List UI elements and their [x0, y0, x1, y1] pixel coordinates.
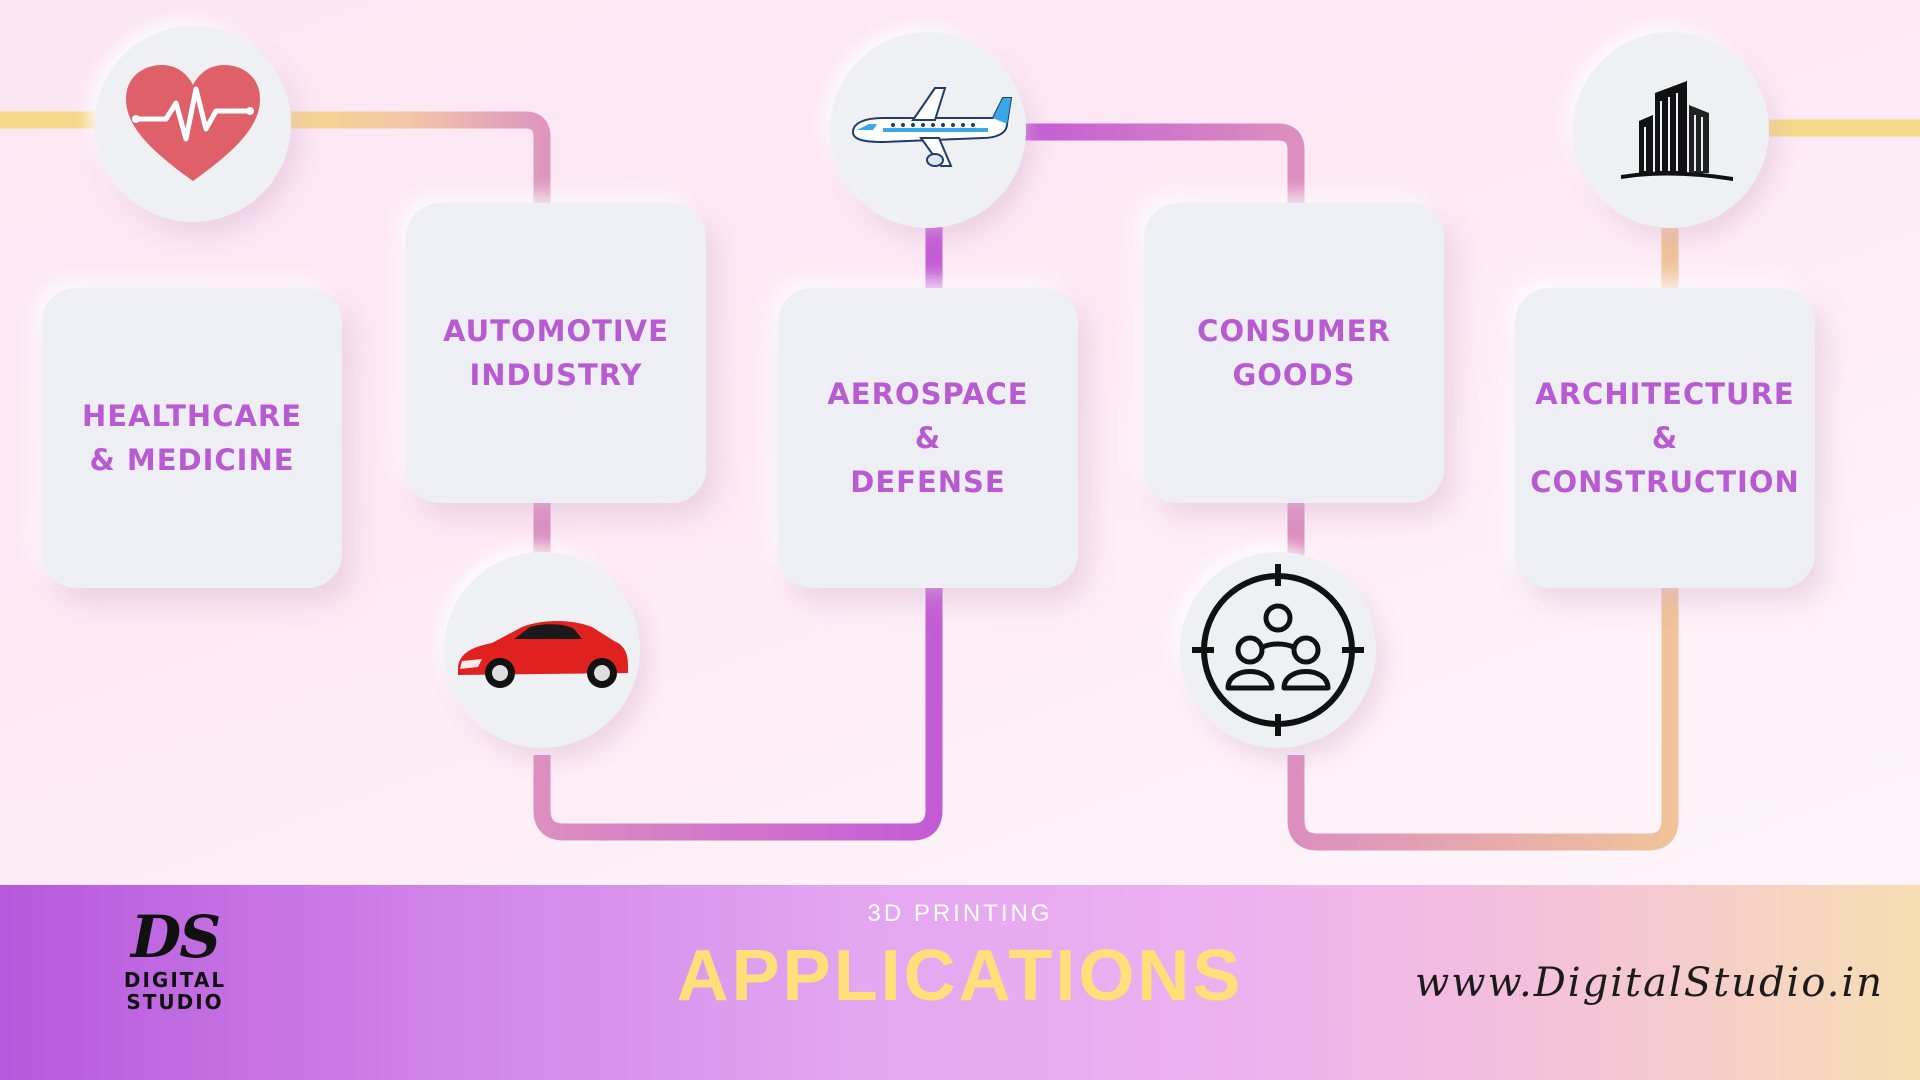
- card-label-line: CONSUMER: [1197, 309, 1391, 353]
- card-aerospace: AEROSPACE & DEFENSE: [778, 288, 1078, 588]
- airplane-icon: [843, 80, 1013, 180]
- circle-healthcare: [95, 26, 291, 222]
- card-label-line: &: [1652, 416, 1678, 460]
- card-label-line: DEFENSE: [850, 460, 1005, 504]
- target-group-icon: [1188, 560, 1368, 740]
- card-label-line: ARCHITECTURE: [1535, 372, 1794, 416]
- card-label-line: & MEDICINE: [89, 438, 294, 482]
- card-architecture: ARCHITECTURE & CONSTRUCTION: [1515, 288, 1815, 588]
- website-url[interactable]: www.DigitalStudio.in: [1415, 960, 1884, 1006]
- card-label-line: &: [915, 416, 941, 460]
- connector-segment: [280, 120, 542, 210]
- card-label-line: AEROSPACE: [827, 372, 1028, 416]
- heart-pulse-icon: [118, 59, 268, 189]
- diagram: HEALTHCARE & MEDICINE AUTOMOTIVE INDUSTR…: [0, 0, 1920, 885]
- card-consumer-goods: CONSUMER GOODS: [1144, 203, 1444, 503]
- card-label-line: AUTOMOTIVE: [443, 309, 669, 353]
- card-label-line: CONSTRUCTION: [1530, 460, 1800, 504]
- circle-consumer-goods: [1180, 552, 1376, 748]
- card-label-line: INDUSTRY: [469, 353, 642, 397]
- connector-segment: [1020, 132, 1296, 210]
- building-icon: [1601, 75, 1741, 185]
- card-label-line: GOODS: [1232, 353, 1355, 397]
- card-automotive: AUTOMOTIVE INDUSTRY: [406, 203, 706, 503]
- circle-automotive: [444, 552, 640, 748]
- car-icon: [452, 605, 632, 695]
- footer-subtitle: 3D PRINTING: [0, 900, 1920, 928]
- circle-aerospace: [830, 32, 1026, 228]
- card-label-line: HEALTHCARE: [82, 394, 302, 438]
- circle-architecture: [1573, 32, 1769, 228]
- card-healthcare: HEALTHCARE & MEDICINE: [42, 288, 342, 588]
